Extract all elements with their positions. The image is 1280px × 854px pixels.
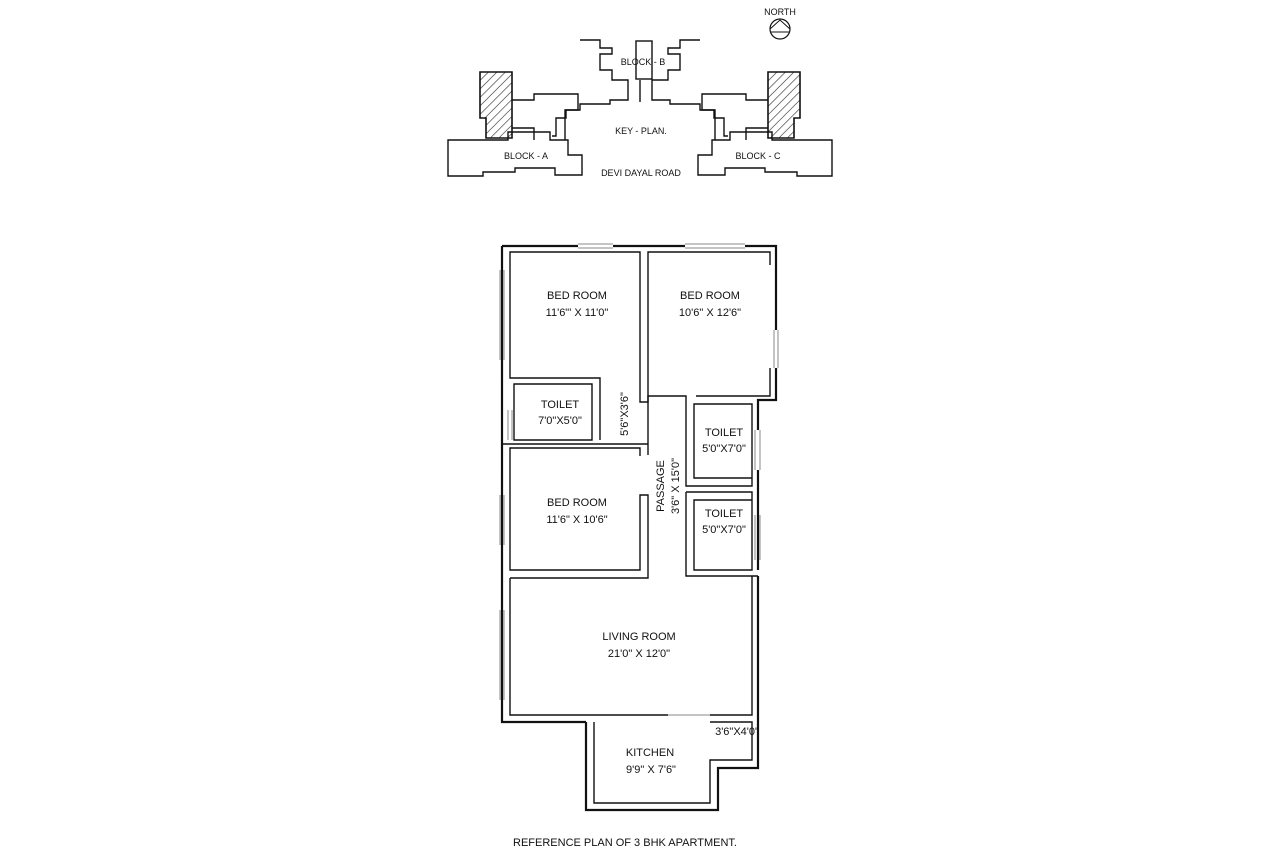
kitchen-name: KITCHEN bbox=[626, 747, 674, 759]
toilet-3-name: TOILET bbox=[705, 508, 744, 520]
bedroom-3-size: 11'6" X 10'6" bbox=[546, 514, 607, 526]
toilet-1-size: 7'0"X5'0" bbox=[538, 415, 582, 427]
bedroom-3-name: BED ROOM bbox=[547, 497, 607, 509]
block-a-tower bbox=[479, 71, 513, 139]
living-room-size: 21'0" X 12'0" bbox=[608, 648, 670, 660]
block-c-label: BLOCK - C bbox=[735, 151, 781, 161]
bedroom-1-name: BED ROOM bbox=[547, 290, 607, 302]
toilet-1-name: TOILET bbox=[541, 399, 580, 411]
kitchen-size: 9'9" X 7'6" bbox=[626, 764, 676, 776]
bedroom-2-name: BED ROOM bbox=[680, 290, 740, 302]
key-plan: NORTH BLOCK - B KEY - PLAN. BLOCK - A BL… bbox=[447, 7, 833, 178]
north-arrow-icon bbox=[769, 18, 791, 40]
block-a-label: BLOCK - A bbox=[504, 151, 548, 161]
north-label: NORTH bbox=[764, 7, 796, 17]
bedroom-1-size: 11'6"' X 11'0" bbox=[546, 307, 609, 319]
apartment-plan: BED ROOM 11'6"' X 11'0" BED ROOM 10'6" X… bbox=[499, 243, 779, 812]
key-plan-title: KEY - PLAN. bbox=[615, 126, 667, 136]
block-c-tower bbox=[767, 71, 801, 139]
passage-size: 3'6" X 15'0" bbox=[670, 458, 682, 514]
dimension-3-6x4-0: 3'6"X4'0" bbox=[715, 726, 759, 738]
bedroom-2-size: 10'6" X 12'6" bbox=[679, 307, 741, 319]
block-b-outline bbox=[552, 39, 629, 137]
toilet-2-size: 5'0"X7'0" bbox=[702, 443, 746, 455]
road-label: DEVI DAYAL ROAD bbox=[601, 168, 681, 178]
block-b-core bbox=[635, 40, 653, 80]
block-a-outline bbox=[447, 131, 583, 177]
dimension-5-6x3-6: 5'6"X3'6" bbox=[619, 392, 631, 436]
toilet-3-size: 5'0"X7'0" bbox=[702, 524, 746, 536]
living-room-name: LIVING ROOM bbox=[602, 631, 675, 643]
toilet-2-name: TOILET bbox=[705, 427, 744, 439]
block-c-outline bbox=[697, 131, 833, 177]
plan-caption: REFERENCE PLAN OF 3 BHK APARTMENT. bbox=[513, 837, 737, 849]
passage-name: PASSAGE bbox=[655, 460, 667, 512]
block-b-label: BLOCK - B bbox=[621, 57, 666, 67]
